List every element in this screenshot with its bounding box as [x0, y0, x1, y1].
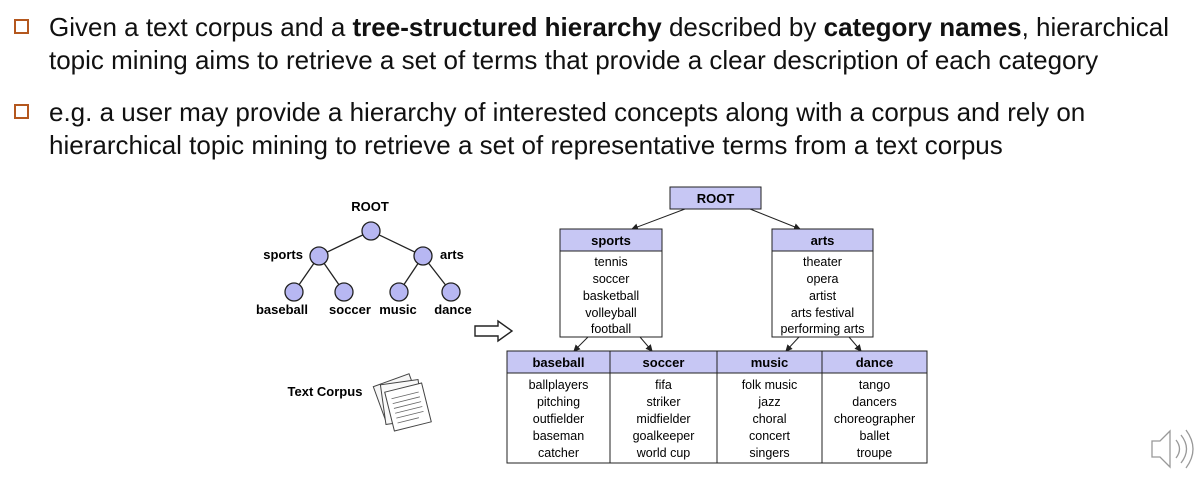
arrow-right-icon — [474, 319, 514, 343]
term: tango — [859, 378, 890, 392]
tree-node — [413, 246, 433, 266]
term: catcher — [538, 446, 579, 460]
documents-icon — [372, 373, 432, 432]
small-leaf-label: music — [379, 302, 417, 317]
small-tree: ROOT sports arts baseball soccer music d… — [256, 199, 472, 317]
term: tennis — [594, 255, 627, 269]
subcategory-box-dance: dance tango dancers choreographer ballet… — [834, 355, 915, 460]
category-title: sports — [591, 233, 631, 248]
bullet-1-line-1: Given a text corpus and a tree-structure… — [49, 10, 1169, 45]
term: opera — [807, 272, 839, 286]
category-box-sports: sports tennis soccer basketball volleyba… — [559, 228, 663, 338]
small-root-label: ROOT — [351, 199, 389, 214]
big-root-label: ROOT — [697, 191, 735, 206]
term: performing arts — [780, 322, 864, 336]
term: soccer — [593, 272, 630, 286]
bullet-2-line-2: hierarchical topic mining to retrieve a … — [49, 130, 1003, 160]
term: artist — [809, 289, 837, 303]
big-tree-edges — [573, 208, 862, 352]
term: football — [591, 322, 631, 336]
category-title: arts — [811, 233, 835, 248]
tree-node — [334, 282, 354, 302]
term: goalkeeper — [633, 429, 695, 443]
category-title: baseball — [532, 355, 584, 370]
term: pitching — [537, 395, 580, 409]
category-box-arts: arts theater opera artist arts festival … — [771, 228, 874, 338]
tree-node — [284, 282, 304, 302]
bullet-1-bold-a: tree-structured hierarchy — [352, 12, 662, 42]
text-corpus-label: Text Corpus — [288, 384, 363, 399]
term: world cup — [636, 446, 691, 460]
tree-node — [389, 282, 409, 302]
bullet-box-icon — [14, 104, 29, 119]
small-leaf-label: dance — [434, 302, 472, 317]
term: dancers — [852, 395, 896, 409]
bullet-1-text-a: Given a text corpus and a — [49, 12, 353, 42]
bullet-1-bold-b: category names — [823, 12, 1022, 42]
bullet-2-line-1: e.g. a user may provide a hierarchy of i… — [49, 97, 1086, 127]
term: singers — [749, 446, 789, 460]
tree-node — [309, 246, 329, 266]
subcategory-box-music: music folk music jazz choral concert sin… — [742, 355, 798, 460]
category-title: soccer — [643, 355, 685, 370]
subcategory-box-soccer: soccer fifa striker midfielder goalkeepe… — [633, 355, 695, 460]
bullet-1-text-b: described by — [661, 12, 824, 42]
term: choral — [752, 412, 786, 426]
term: baseman — [533, 429, 584, 443]
term: jazz — [757, 395, 780, 409]
category-title: dance — [856, 355, 894, 370]
bullet-1-text-c: , hierarchical — [1021, 12, 1170, 42]
small-sports-label: sports — [263, 247, 303, 262]
small-arts-label: arts — [440, 247, 464, 262]
term: striker — [646, 395, 680, 409]
big-root-node: ROOT — [669, 186, 762, 210]
term: theater — [803, 255, 842, 269]
tree-node — [441, 282, 461, 302]
tree-node — [361, 221, 381, 241]
term: midfielder — [636, 412, 690, 426]
small-leaf-label: baseball — [256, 302, 308, 317]
category-title: music — [751, 355, 789, 370]
subcategory-grid — [506, 350, 928, 464]
subcategory-box-baseball: baseball ballplayers pitching outfielder… — [529, 355, 589, 460]
term: choreographer — [834, 412, 915, 426]
term: basketball — [583, 289, 639, 303]
term: volleyball — [585, 306, 636, 320]
term: ballplayers — [529, 378, 589, 392]
bullet-box-icon — [14, 19, 29, 34]
term: arts festival — [791, 306, 854, 320]
term: folk music — [742, 378, 798, 392]
term: ballet — [860, 429, 890, 443]
term: outfielder — [533, 412, 584, 426]
bullet-1-line-2: topic mining aims to retrieve a set of t… — [49, 45, 1099, 75]
speaker-icon[interactable] — [1151, 429, 1194, 469]
small-leaf-label: soccer — [329, 302, 371, 317]
term: fifa — [655, 378, 672, 392]
term: troupe — [857, 446, 892, 460]
term: concert — [749, 429, 791, 443]
